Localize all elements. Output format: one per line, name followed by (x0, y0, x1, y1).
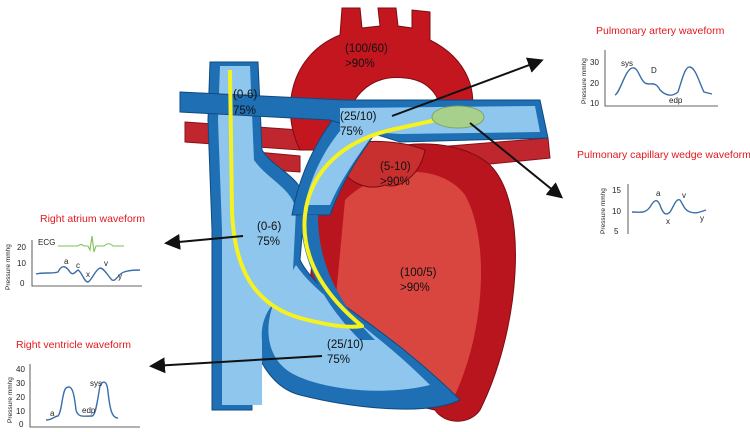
pcwp-tick-5: 5 (614, 227, 619, 236)
pa-pressure: (25/10) (340, 111, 377, 123)
rv-label-edp: edp (82, 406, 96, 415)
ra-tick-10: 10 (17, 259, 26, 268)
arrow-to-ra-panel (164, 233, 244, 250)
pcwp-label-x: x (666, 217, 670, 226)
ra-saturation: 75% (257, 236, 280, 248)
svc-saturation: 75% (233, 105, 256, 117)
right-atrium (218, 66, 296, 405)
la-pressure: (5-10) (380, 161, 411, 173)
pcwp-label-a: a (656, 189, 661, 198)
rv-tick-10: 10 (16, 407, 25, 416)
la-saturation: >90% (380, 176, 410, 188)
ra-panel-axis (31, 240, 142, 287)
pa-label-d: D (651, 66, 657, 75)
pa-waveform (614, 66, 713, 96)
rv-waveform (45, 381, 119, 421)
pa-panel-title: Pulmonary artery waveform (596, 25, 725, 37)
ra-waveform (35, 266, 141, 283)
pcwp-tick-10: 10 (612, 207, 621, 216)
pa-panel-axis (604, 50, 718, 107)
ra-label-c: c (76, 261, 80, 270)
pcwp-label-v: v (682, 191, 686, 200)
arrow-to-pcwp-panel (469, 122, 564, 199)
ra-tick-0: 0 (20, 279, 25, 288)
pcwp-waveform-panel: Pulmonary capillary wedge waveform Press… (577, 149, 750, 236)
rv-label-a: a (50, 409, 55, 418)
aorta-saturation: >90% (345, 58, 375, 70)
lv-pressure: (100/5) (400, 267, 437, 279)
rv-saturation: 75% (327, 354, 350, 366)
ra-panel-ylabel: Pressure mmhg (5, 244, 12, 290)
rv-panel-ylabel: Pressure mmhg (7, 377, 14, 423)
rv-tick-0: 0 (19, 420, 24, 429)
pcwp-label-y: y (700, 214, 704, 223)
catheter (228, 69, 446, 329)
arrow-to-rv-panel (149, 355, 323, 374)
rv-tick-20: 20 (16, 393, 25, 402)
pcwp-waveform (631, 199, 707, 215)
pa-tick-10: 10 (590, 99, 599, 108)
ra-ecg-trace (58, 235, 124, 253)
pa-tick-20: 20 (590, 79, 599, 88)
svc-pressure: (0-6) (233, 89, 257, 101)
pa-tick-30: 30 (590, 58, 599, 67)
ra-label-y: y (118, 272, 122, 281)
ra-panel-title: Right atrium waveform (40, 213, 145, 225)
ra-label-a: a (64, 257, 69, 266)
pa-label-sys: sys (621, 59, 633, 68)
aorta-pressure: (100/60) (345, 43, 388, 55)
pa-waveform-panel: Pulmonary artery waveform Pressure mmhg … (581, 25, 725, 108)
rv-panel-title: Right ventricle waveform (16, 339, 131, 351)
rv-label-sys: sys (90, 379, 102, 388)
septum (300, 215, 375, 340)
rv-tick-30: 30 (16, 379, 25, 388)
ra-pressure: (0-6) (257, 221, 281, 233)
lv-saturation: >90% (400, 282, 430, 294)
pcwp-panel-ylabel: Pressure mmhg (600, 188, 607, 234)
rv-pressure: (25/10) (327, 339, 364, 351)
rv-panel-axis (29, 364, 140, 428)
pcwp-panel-title: Pulmonary capillary wedge waveform (577, 149, 750, 161)
catheter-balloon (431, 105, 485, 129)
ra-label-v: v (104, 259, 108, 268)
pcwp-tick-15: 15 (612, 186, 621, 195)
pa-label-edp: edp (669, 96, 683, 105)
rv-waveform-panel: Right ventricle waveform Pressure mmhg 4… (7, 339, 140, 429)
pa-saturation: 75% (340, 126, 363, 138)
ra-tick-20: 20 (17, 243, 26, 252)
arrow-to-pa-panel (391, 57, 544, 117)
ra-ecg-label: ECG (38, 238, 55, 247)
rv-tick-40: 40 (16, 365, 25, 374)
pa-panel-ylabel: Pressure mmhg (581, 58, 588, 104)
ra-waveform-panel: Right atrium waveform Pressure mmhg 20 1… (5, 213, 145, 290)
ra-label-x: x (86, 270, 90, 279)
